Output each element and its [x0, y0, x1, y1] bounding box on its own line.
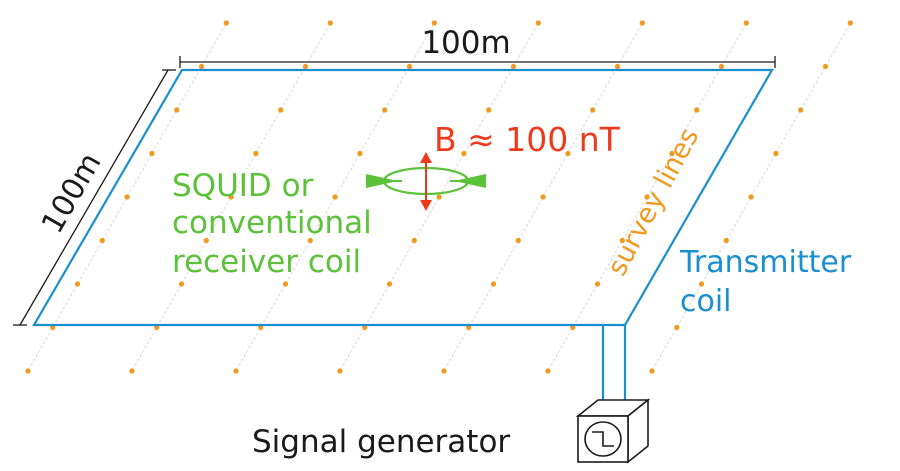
survey-point [431, 20, 437, 26]
survey-point [178, 281, 185, 287]
survey-point [253, 150, 259, 157]
survey-point [327, 20, 333, 26]
survey-point [490, 281, 497, 287]
survey-point [25, 368, 31, 374]
survey-point [436, 194, 442, 200]
receiver-label-line-1: SQUID or [172, 168, 314, 204]
survey-point [203, 237, 209, 244]
receiver-coil-icon [366, 166, 486, 196]
survey-point [386, 281, 393, 287]
survey-point [149, 150, 155, 157]
transmitter-label-line-2: coil [680, 284, 732, 319]
survey-point [357, 150, 363, 157]
survey-point [748, 194, 754, 200]
survey-point [382, 107, 388, 113]
receiver-label: SQUID or conventional receiver coil [172, 168, 372, 280]
survey-point [228, 194, 234, 200]
survey-point [570, 324, 576, 331]
survey-point [74, 281, 81, 287]
survey-point [669, 150, 675, 157]
survey-point [698, 281, 705, 287]
survey-point [619, 237, 625, 244]
survey-point [847, 20, 853, 26]
survey-point [674, 324, 680, 331]
width-dimension: 100m [179, 25, 776, 68]
survey-point [649, 368, 655, 374]
field-arrow-icon [420, 152, 432, 211]
survey-point [466, 324, 472, 331]
survey-point [545, 368, 551, 374]
transmitter-label-line-1: Transmitter [679, 245, 852, 280]
survey-point [694, 107, 700, 113]
survey-point [510, 63, 517, 70]
survey-point [743, 20, 749, 26]
waveform-box-icon [575, 398, 651, 464]
survey-point [332, 194, 338, 200]
survey-point [99, 237, 105, 244]
survey-point [723, 237, 729, 244]
survey-point [486, 107, 492, 113]
survey-point [822, 63, 829, 70]
survey-point [50, 324, 56, 331]
survey-point [590, 107, 596, 113]
survey-point [129, 368, 135, 374]
survey-point [198, 63, 205, 70]
survey-point [307, 237, 313, 244]
survey-point [411, 237, 417, 244]
transmitter-label: Transmitter coil [679, 245, 852, 319]
side-label: 100m [35, 147, 109, 239]
survey-point [124, 194, 130, 200]
survey-point [614, 63, 621, 70]
survey-point [278, 107, 284, 113]
receiver-label-line-2: conventional [172, 205, 372, 241]
survey-point [223, 20, 229, 26]
survey-point [461, 150, 467, 157]
survey-point [302, 63, 309, 70]
survey-point [540, 194, 546, 200]
field-label: B ≈ 100 nT [434, 120, 621, 159]
survey-point [174, 107, 180, 113]
survey-point [594, 281, 601, 287]
survey-point [639, 20, 645, 26]
survey-point [362, 324, 368, 331]
width-label: 100m [421, 25, 510, 61]
survey-point [644, 194, 650, 200]
survey-point [154, 324, 160, 331]
survey-points-group [25, 20, 853, 374]
side-dimension: 100m [13, 69, 176, 326]
survey-point [535, 20, 541, 26]
signal-generator-label: Signal generator [252, 424, 510, 460]
survey-point [441, 368, 447, 374]
receiver-label-line-3: receiver coil [172, 244, 361, 280]
survey-point [337, 368, 343, 374]
survey-point [718, 63, 725, 70]
survey-point [515, 237, 521, 244]
survey-point [406, 63, 413, 70]
transmitter-coil [32, 68, 774, 400]
survey-point [565, 150, 571, 157]
survey-point [258, 324, 264, 331]
survey-point [798, 107, 804, 113]
survey-point [282, 281, 289, 287]
survey-point [773, 150, 779, 157]
survey-point [233, 368, 239, 374]
